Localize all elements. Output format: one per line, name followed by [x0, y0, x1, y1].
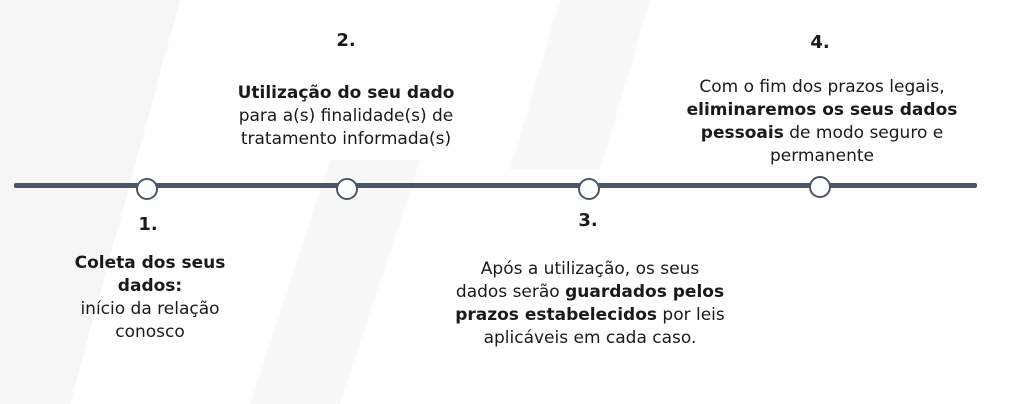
step-3-text-before: Após a utilização, os seus dados serão — [455, 259, 700, 302]
step-1-description: Coleta dos seus dados: início da relação… — [60, 252, 240, 344]
step-3-number: 3. — [578, 210, 598, 231]
step-1-text: início da relação conosco — [80, 299, 220, 342]
step-4-number: 4. — [810, 32, 830, 53]
step-4-description: Com o fim dos prazos legais, eliminaremo… — [672, 76, 972, 168]
step-2-number: 2. — [336, 30, 356, 51]
step-1-title: Coleta dos seus dados: — [74, 253, 226, 296]
timeline-line — [14, 183, 977, 188]
step-4-title: eliminaremos os seus dados pessoais — [686, 100, 958, 143]
step-3-description: Após a utilização, os seus dados serão g… — [455, 258, 725, 350]
step-4-text-before: Com o fim dos prazos legais, — [699, 77, 945, 97]
timeline-node-3 — [578, 178, 600, 200]
timeline-node-4 — [809, 176, 831, 198]
step-3-text-after: por leis aplicáveis em cada caso. — [483, 305, 725, 348]
step-2-title: Utilização do seu dado — [237, 83, 455, 103]
timeline-node-2 — [336, 178, 358, 200]
step-2-text: para a(s) finalidade(s) de tratamento in… — [238, 106, 454, 149]
timeline-node-1 — [136, 178, 158, 200]
step-3-title: guardados pelos prazos estabelecidos — [455, 282, 725, 325]
step-2-description: Utilização do seu dado para a(s) finalid… — [218, 82, 474, 151]
step-1-number: 1. — [138, 214, 158, 235]
step-4-text-after: de modo seguro e permanente — [769, 123, 944, 166]
